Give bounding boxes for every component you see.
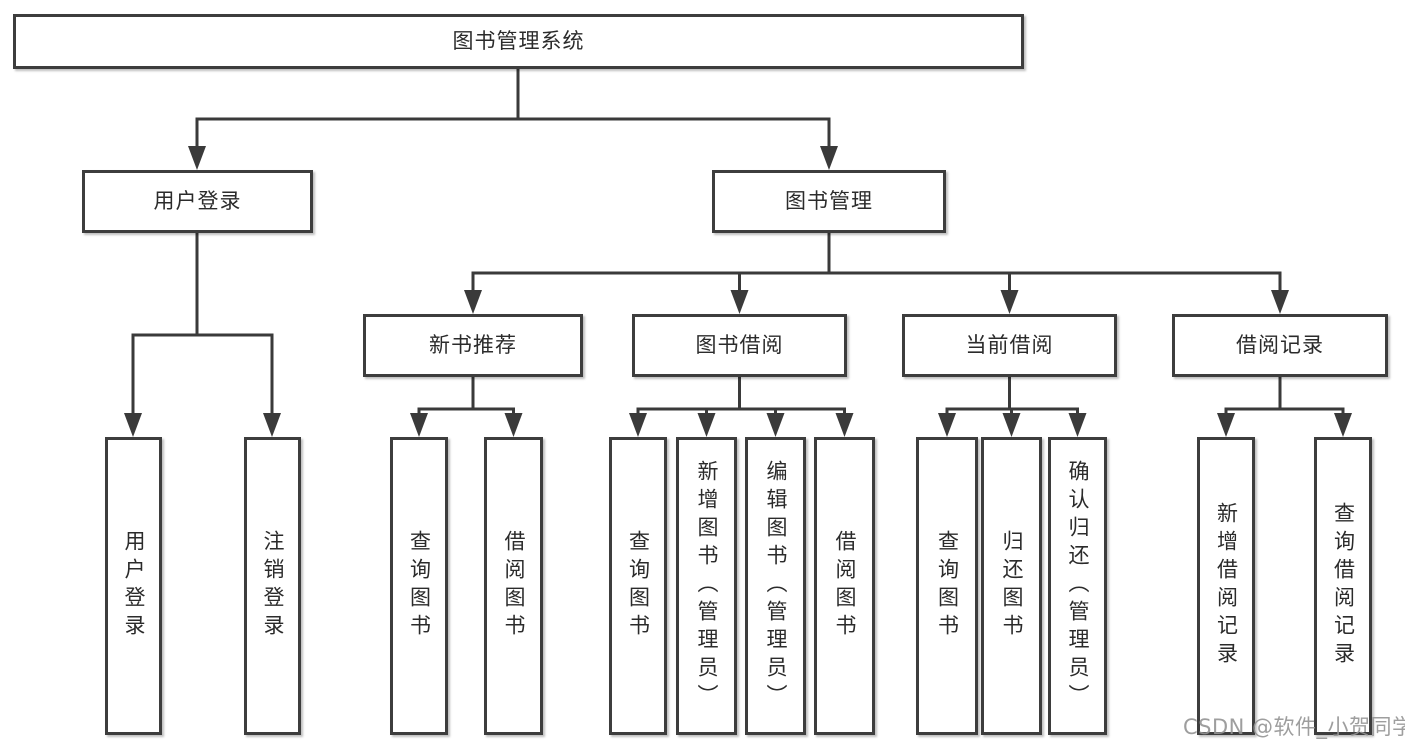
node-book-borrowing-label: 图书借阅 <box>695 333 784 357</box>
edge-bookmgmt-to-level3 <box>471 233 1282 292</box>
node-new-book-recommend: 新书推荐 <box>363 314 583 377</box>
leaf-logout-label: 注销登录 <box>261 530 285 642</box>
leaf-return-books: 归还图书 <box>981 437 1042 735</box>
leaf-query-borrow-record: 查询借阅记录 <box>1314 437 1372 735</box>
leaf-query-borrow-record-label: 查询借阅记录 <box>1331 502 1356 670</box>
leaf-bookborrow-query-books: 查询图书 <box>609 437 667 735</box>
node-borrowing-records: 借阅记录 <box>1172 314 1388 377</box>
edge-currentborrow-to-leaves <box>945 377 1079 416</box>
leaf-bookborrow-query-books-label: 查询图书 <box>626 530 651 642</box>
leaf-user-login-label: 用户登录 <box>122 530 146 642</box>
edge-root-to-level2 <box>195 68 831 148</box>
leaf-add-books-admin: 新增图书（管理员） <box>676 437 737 735</box>
leaf-bookborrow-borrow-books-label: 借阅图书 <box>833 530 857 642</box>
node-book-management: 图书管理 <box>712 170 946 233</box>
leaf-add-books-admin-label: 新增图书（管理员） <box>695 460 719 712</box>
leaf-edit-books-admin: 编辑图书（管理员） <box>745 437 806 735</box>
leaf-newbooks-query-books: 查询图书 <box>390 437 448 735</box>
node-user-login: 用户登录 <box>82 170 313 233</box>
node-root-system-label: 图书管理系统 <box>452 29 585 53</box>
leaf-newbooks-borrow-books: 借阅图书 <box>484 437 543 735</box>
leaf-add-borrow-record: 新增借阅记录 <box>1197 437 1255 735</box>
node-root-system: 图书管理系统 <box>13 14 1024 69</box>
leaf-edit-books-admin-label: 编辑图书（管理员） <box>764 460 788 712</box>
leaf-confirm-return-admin-label: 确认归还（管理员） <box>1066 460 1090 712</box>
edge-userlogin-to-leaves <box>131 233 274 415</box>
node-new-book-recommend-label: 新书推荐 <box>429 333 517 357</box>
edge-bookborrow-to-leaves <box>636 377 846 416</box>
csdn-watermark: CSDN @软件_小贺同学 <box>1183 715 1405 739</box>
leaf-newbooks-query-books-label: 查询图书 <box>407 530 432 642</box>
leaf-confirm-return-admin: 确认归还（管理员） <box>1048 437 1107 735</box>
node-borrowing-records-label: 借阅记录 <box>1236 333 1324 357</box>
edge-newbooks-to-leaves <box>417 377 515 416</box>
leaf-newbooks-borrow-books-label: 借阅图书 <box>502 530 526 642</box>
leaf-return-books-label: 归还图书 <box>1000 530 1024 642</box>
node-user-login-label: 用户登录 <box>153 189 242 213</box>
leaf-logout: 注销登录 <box>244 437 301 735</box>
leaf-user-login: 用户登录 <box>105 437 162 735</box>
edge-borrowrecords-to-leaves <box>1224 377 1345 416</box>
node-current-borrowing-label: 当前借阅 <box>965 333 1054 357</box>
leaf-add-borrow-record-label: 新增借阅记录 <box>1214 502 1239 670</box>
leaf-currentborrow-query-books: 查询图书 <box>916 437 978 735</box>
node-book-management-label: 图书管理 <box>785 189 873 213</box>
arrowheads <box>124 146 1352 437</box>
leaf-currentborrow-query-books-label: 查询图书 <box>935 530 960 642</box>
node-book-borrowing: 图书借阅 <box>632 314 847 377</box>
node-current-borrowing: 当前借阅 <box>902 314 1117 377</box>
leaf-bookborrow-borrow-books: 借阅图书 <box>814 437 875 735</box>
